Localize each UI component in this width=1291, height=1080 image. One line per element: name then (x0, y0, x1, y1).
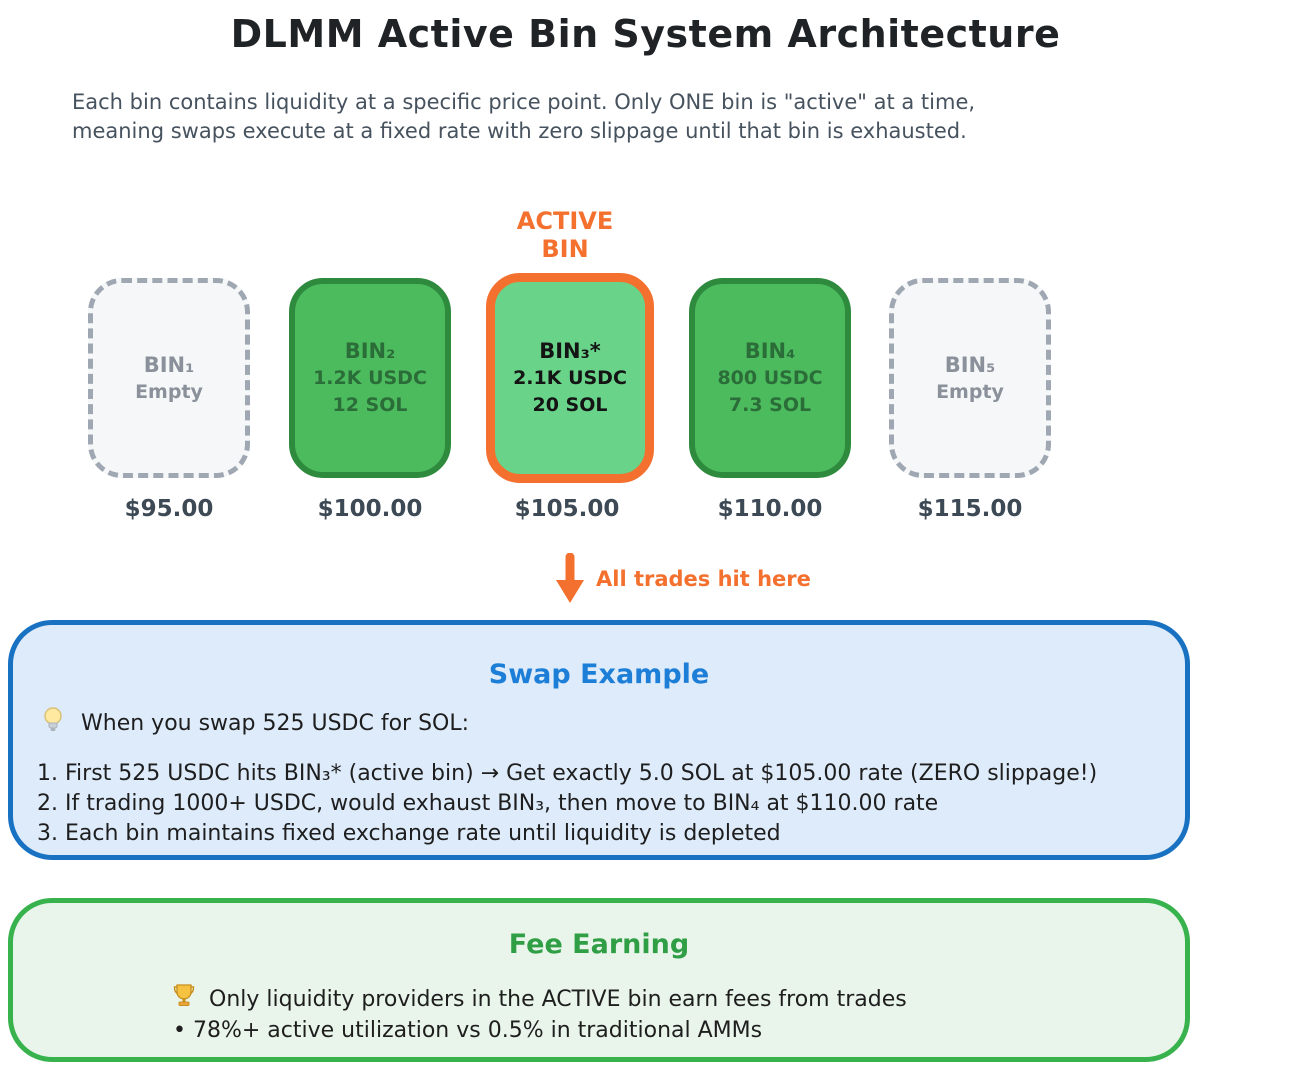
bin-price: $100.00 (317, 496, 423, 522)
bin-name: BIN₃* (539, 339, 601, 363)
swap-steps-list: 1. First 525 USDC hits BIN₃* (active bin… (37, 759, 1097, 849)
bin-liquidity-line: 2.1K USDC (513, 367, 627, 389)
lightbulb-icon (43, 707, 63, 740)
bin-price: $115.00 (917, 496, 1023, 522)
bin-4-box: BIN₄ 800 USDC 7.3 SOL (689, 278, 851, 478)
bin-liquidity-line: 800 USDC (717, 367, 823, 389)
swap-intro-row: When you swap 525 USDC for SOL: (43, 707, 469, 740)
diagram-title: DLMM Active Bin System Architecture (230, 12, 1061, 56)
bin-1-box: BIN₁ Empty (88, 278, 250, 478)
active-bin-callout-line-2: BIN (541, 235, 589, 263)
bin-liquidity-line: 7.3 SOL (728, 394, 812, 416)
fee-line-providers: Only liquidity providers in the ACTIVE b… (209, 986, 907, 1012)
fee-earning-title: Fee Earning (508, 929, 690, 960)
fee-line-providers-row: Only liquidity providers in the ACTIVE b… (173, 983, 907, 1016)
bin-liquidity-line: 20 SOL (532, 394, 608, 416)
subtitle-line-2: meaning swaps execute at a fixed rate wi… (72, 119, 967, 143)
swap-example-panel: Swap Example When you swap 525 USDC for … (8, 620, 1190, 860)
trades-arrow-label: All trades hit here (596, 567, 811, 591)
bin-price: $110.00 (717, 496, 823, 522)
active-bin-callout: ACTIVE BIN (465, 207, 665, 263)
bin-liquidity-line: 1.2K USDC (313, 367, 427, 389)
bin-liquidity-line: 12 SOL (332, 394, 408, 416)
bin-name: BIN₄ (744, 339, 796, 363)
swap-step-3: 3. Each bin maintains fixed exchange rat… (37, 821, 781, 846)
bin-name: BIN₅ (944, 352, 996, 377)
fee-earning-body: Only liquidity providers in the ACTIVE b… (173, 983, 907, 1046)
bin-price: $105.00 (514, 496, 620, 522)
swap-example-title: Swap Example (488, 659, 710, 690)
swap-step-1: 1. First 525 USDC hits BIN₃* (active bin… (37, 761, 1098, 786)
active-bin-callout-line-1: ACTIVE (516, 207, 614, 235)
bin-5-box: BIN₅ Empty (889, 278, 1051, 478)
down-arrow-icon (552, 552, 588, 605)
swap-intro-text: When you swap 525 USDC for SOL: (81, 711, 470, 736)
bin-2-box: BIN₂ 1.2K USDC 12 SOL (289, 278, 451, 478)
fee-line-utilization: • 78%+ active utilization vs 0.5% in tra… (173, 1018, 763, 1043)
subtitle-line-1: Each bin contains liquidity at a specifi… (72, 90, 976, 114)
bin-3-box-active: BIN₃* 2.1K USDC 20 SOL (486, 273, 654, 483)
bin-name: BIN₂ (344, 339, 396, 363)
diagram-subtitle: Each bin contains liquidity at a specifi… (72, 88, 975, 146)
bin-price: $95.00 (124, 496, 214, 522)
swap-step-2: 2. If trading 1000+ USDC, would exhaust … (37, 791, 939, 816)
bin-liquidity-line: Empty (135, 380, 203, 403)
fee-earning-panel: Fee Earning Only liquidity providers in … (8, 898, 1190, 1062)
trophy-icon (173, 983, 195, 1016)
bin-name: BIN₁ (143, 352, 195, 377)
bin-liquidity-line: Empty (936, 380, 1004, 403)
